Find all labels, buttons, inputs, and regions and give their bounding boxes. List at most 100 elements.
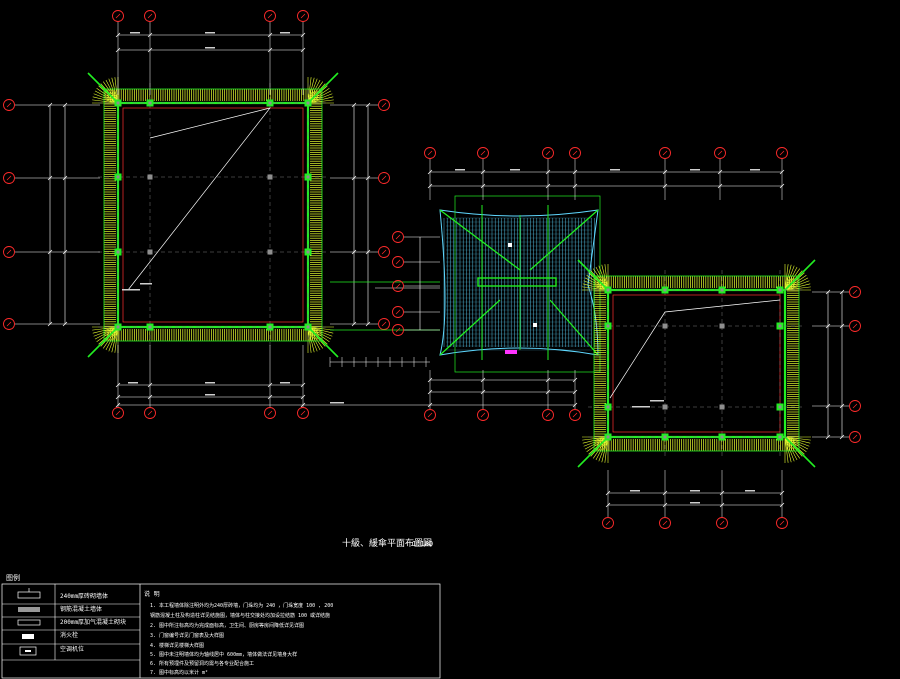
dim-tick xyxy=(427,377,433,383)
axis-bubble-mark xyxy=(300,13,306,19)
eave-corner-fan xyxy=(784,266,798,291)
legend-item-label: 消火栓 xyxy=(60,631,78,639)
column xyxy=(719,323,725,329)
axis-bubble-mark xyxy=(6,249,12,255)
dim-tick xyxy=(839,434,845,440)
axis-bubble-right xyxy=(378,99,390,111)
notes-header: 说 明 xyxy=(144,590,160,598)
corner-ridge xyxy=(577,259,609,291)
eave-corner-fan xyxy=(784,436,789,463)
eave-corner-fan xyxy=(595,266,609,291)
dim-tick xyxy=(719,490,725,496)
axis-bubble-top xyxy=(297,10,309,22)
eave-corner-fan xyxy=(307,326,334,331)
dim-tick xyxy=(351,175,357,181)
dim-tick xyxy=(662,502,668,508)
legend-item-label: 空调机位 xyxy=(60,645,84,653)
floor-plan-linework xyxy=(1,10,861,679)
eave-corner-fan xyxy=(583,436,609,447)
notes-line: 6. 所有预埋件及预留洞均需与各专业配合施工 xyxy=(150,660,254,667)
dim-tick xyxy=(545,389,551,395)
axis-bubble-top xyxy=(776,147,788,159)
legend-item-label: 200mm厚加气混凝土砌块 xyxy=(60,618,126,626)
axis-bubble-top xyxy=(714,147,726,159)
eave-corner-fan xyxy=(307,77,315,104)
dim-tick xyxy=(825,289,831,295)
axis-bubble-mark xyxy=(267,410,273,416)
eave-corner-fan xyxy=(601,436,609,463)
corner-ridge xyxy=(87,326,119,358)
eave-corner-fan xyxy=(784,436,792,463)
eave-corner-fan xyxy=(307,326,321,351)
eave-corner-fan xyxy=(582,283,609,291)
axis-bubble-bottom xyxy=(477,409,489,421)
dim-tick xyxy=(717,169,723,175)
axis-bubble-mark xyxy=(115,13,121,19)
eave-corner-fan xyxy=(93,326,119,337)
eave-corner-fan xyxy=(595,436,609,461)
eave-corner-fan xyxy=(114,77,119,104)
roof-outline xyxy=(439,209,599,356)
dim-text-glyph xyxy=(750,169,760,171)
corner-ridge xyxy=(784,259,816,291)
eave-corner-fan xyxy=(307,326,315,353)
axis-bubble-mark xyxy=(662,150,668,156)
dim-text-glyph xyxy=(280,382,290,384)
axis-bubble-mark xyxy=(395,259,401,265)
dim-tick xyxy=(115,32,121,38)
notes-line: 3. 门窗编号详见门窗表及大样图 xyxy=(150,632,224,639)
dim-text-glyph xyxy=(650,400,664,402)
column-core xyxy=(778,288,782,292)
axis-bubble-mark xyxy=(395,234,401,240)
axis-bubble-mark xyxy=(395,283,401,289)
eave-corner-fan xyxy=(105,79,119,104)
axis-bubble-mark xyxy=(545,150,551,156)
eave-corner-fan xyxy=(784,277,809,291)
axis-bubble-bottom xyxy=(264,407,276,419)
column-core xyxy=(778,435,782,439)
column-core xyxy=(663,288,667,292)
eave-corner-fan xyxy=(784,436,811,441)
dim-tick xyxy=(427,402,433,408)
diagonal-stair-line xyxy=(609,299,781,399)
dim-tick xyxy=(62,249,68,255)
diagonal-stair-line xyxy=(127,107,271,291)
axis-bubble-top xyxy=(477,147,489,159)
roof-marker xyxy=(533,323,537,327)
column-core xyxy=(116,101,120,105)
corner-ridge xyxy=(307,326,339,358)
column xyxy=(147,174,153,180)
dim-text-glyph xyxy=(205,394,215,396)
eave-corner-fan xyxy=(114,326,119,353)
eave-corner-fan xyxy=(92,96,119,104)
axis-bubble-mark xyxy=(427,150,433,156)
axis-bubble-right xyxy=(849,286,861,298)
thin-wall-symbol xyxy=(17,619,41,626)
column-core xyxy=(306,250,310,254)
dim-tick xyxy=(662,183,668,189)
column-core xyxy=(268,101,272,105)
legend-item-label: 钢筋混凝土墙体 xyxy=(60,605,102,613)
column-core xyxy=(148,325,152,329)
axis-bubble-mark xyxy=(381,175,387,181)
column-core xyxy=(268,325,272,329)
dim-text-glyph xyxy=(122,289,140,291)
roof-ridge xyxy=(529,209,599,271)
dim-tick xyxy=(779,169,785,175)
axis-bubble-mark xyxy=(6,321,12,327)
dim-text-glyph xyxy=(128,382,138,384)
column xyxy=(662,323,668,329)
dim-tick xyxy=(147,394,153,400)
dim-text-glyph xyxy=(610,169,620,171)
eave-corner-fan xyxy=(598,436,609,462)
dim-tick xyxy=(480,389,486,395)
eave-corner-fan xyxy=(582,286,609,291)
eave-corner-fan xyxy=(307,96,334,104)
axis-bubble-mark xyxy=(852,434,858,440)
eave-corner-fan xyxy=(582,436,609,444)
dim-tick xyxy=(839,289,845,295)
axis-bubble-mark xyxy=(381,321,387,327)
axis-bubble-mark xyxy=(717,150,723,156)
